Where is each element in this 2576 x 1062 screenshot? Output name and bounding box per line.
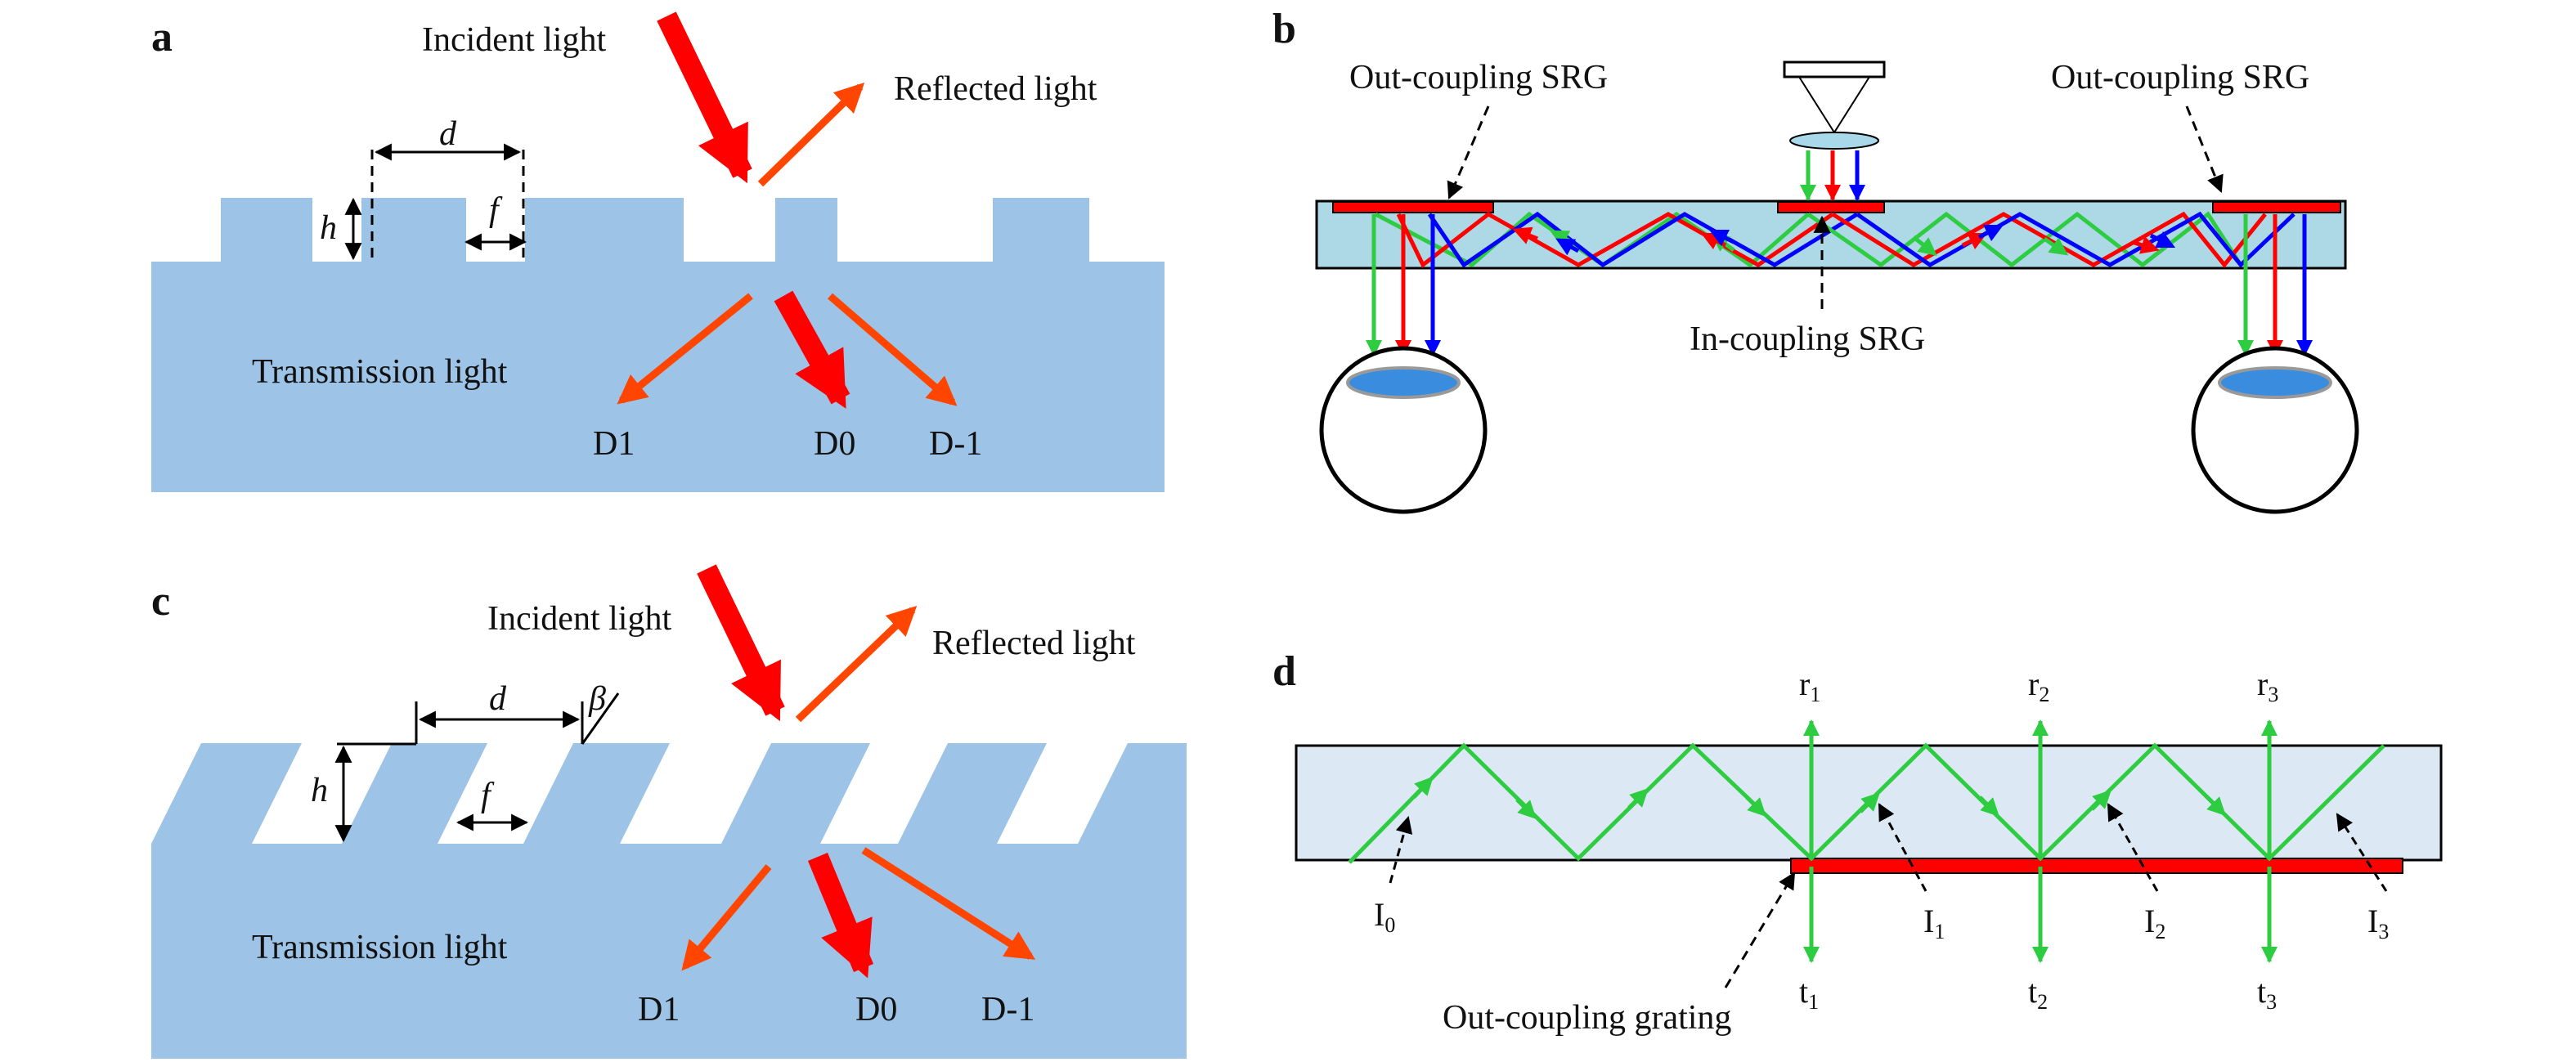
t2-label: t2 (2028, 973, 2048, 1014)
tir-blue-left (1427, 211, 1859, 268)
order-d1-label-c: D1 (638, 991, 680, 1028)
f-symbol-c: f (481, 777, 495, 814)
order-d1-arrow-c (681, 864, 772, 971)
i0-label: I0 (1374, 896, 1395, 937)
eye-right (2191, 346, 2359, 514)
panel-a-letter: a (151, 14, 173, 60)
panel-b: b (1272, 6, 2359, 514)
i3-leader (2336, 813, 2388, 892)
i2-leader (2107, 803, 2159, 892)
incident-arrow (657, 11, 752, 184)
in-coupling-srg-label: In-coupling SRG (1690, 320, 1925, 358)
order-d0-arrow (774, 290, 850, 409)
order-dminus1-label: D-1 (929, 425, 982, 463)
reflected-light-label-c: Reflected light (932, 625, 1136, 662)
tir-red-right (1831, 211, 2267, 268)
order-d1-label: D1 (593, 425, 635, 463)
i2-label: I2 (2144, 903, 2165, 943)
reflected-arrow (757, 82, 865, 187)
microdisplay (1783, 60, 1886, 78)
incident-light-label-c: Incident light (487, 600, 671, 638)
eye-left (1319, 346, 1488, 514)
d-symbol: d (439, 115, 457, 153)
tir-blue-right (1856, 211, 2296, 268)
period-d-marker-c (337, 701, 584, 746)
out-coupling-srg-left-label: Out-coupling SRG (1349, 59, 1608, 96)
outcoupled-rays-d (1803, 719, 2278, 963)
r2-label: r2 (2028, 665, 2049, 706)
out-coupling-grating-bar (1790, 858, 2403, 874)
out-coupling-grating-label: Out-coupling grating (1443, 999, 1731, 1037)
i0-leader (1389, 815, 1413, 884)
panel-b-letter: b (1272, 6, 1296, 52)
out-coupling-srg-right (2212, 201, 2341, 213)
tir-red-left (1396, 212, 1834, 268)
incident-light-label: Incident light (422, 21, 606, 59)
r3-label: r3 (2257, 665, 2278, 706)
order-dminus1-label-c: D-1 (981, 991, 1034, 1028)
panel-c: c d β h f Incident light Reflected light… (151, 564, 1187, 1059)
binary-grating-substrate (151, 198, 1165, 492)
order-d1-arrow (617, 293, 753, 405)
r1-label: r1 (1799, 665, 1820, 706)
period-d-marker (370, 143, 525, 260)
i1-label: I1 (1923, 903, 1945, 943)
projection-cone (1798, 76, 1870, 134)
transmission-light-label-c: Transmission light (252, 929, 508, 966)
outcoupled-rays-right (2237, 214, 2313, 356)
panel-d: d r1 r2 r3 t1 t2 t3 I0 (1272, 648, 2443, 1037)
order-d0-arrow-c (807, 853, 874, 979)
t1-label: t1 (1799, 973, 1819, 1014)
slanted-grating-substrate (151, 743, 1187, 1059)
projection-lens (1789, 132, 1879, 150)
panel-d-letter: d (1272, 648, 1296, 695)
out-right-leader (2185, 105, 2224, 193)
transmission-light-label: Transmission light (252, 353, 508, 391)
slant-beta-line (581, 692, 620, 745)
beta-symbol: β (588, 680, 606, 718)
incident-arrow-c (697, 564, 785, 722)
out-left-leader (1447, 105, 1490, 199)
d-symbol-c: d (489, 680, 507, 718)
panel-a: a d h f Incident light Reflected light T… (151, 11, 1165, 492)
order-d0-label: D0 (814, 425, 855, 463)
i1-leader (1878, 803, 1928, 892)
f-symbol: f (489, 191, 503, 229)
outcoupled-rays-left (1366, 214, 1441, 356)
ray-direction-arrows (1412, 776, 2226, 819)
order-d0-label-c: D0 (855, 991, 897, 1028)
out-coupling-srg-left (1332, 201, 1494, 213)
grating-leader (1724, 872, 1796, 988)
i3-label: I3 (2367, 903, 2389, 943)
reflected-arrow-c (795, 606, 918, 723)
t3-label: t3 (2257, 973, 2277, 1014)
tir-direction-arrows (1512, 224, 2176, 257)
out-coupling-srg-right-label: Out-coupling SRG (2051, 59, 2309, 96)
panel-c-letter: c (151, 578, 170, 625)
order-dminus1-arrow (828, 293, 958, 406)
in-coupling-srg (1777, 201, 1885, 213)
h-symbol: h (320, 209, 337, 247)
h-symbol-c: h (311, 772, 328, 809)
reflected-light-label: Reflected light (894, 70, 1097, 108)
order-dminus1-arrow-c (861, 847, 1036, 960)
